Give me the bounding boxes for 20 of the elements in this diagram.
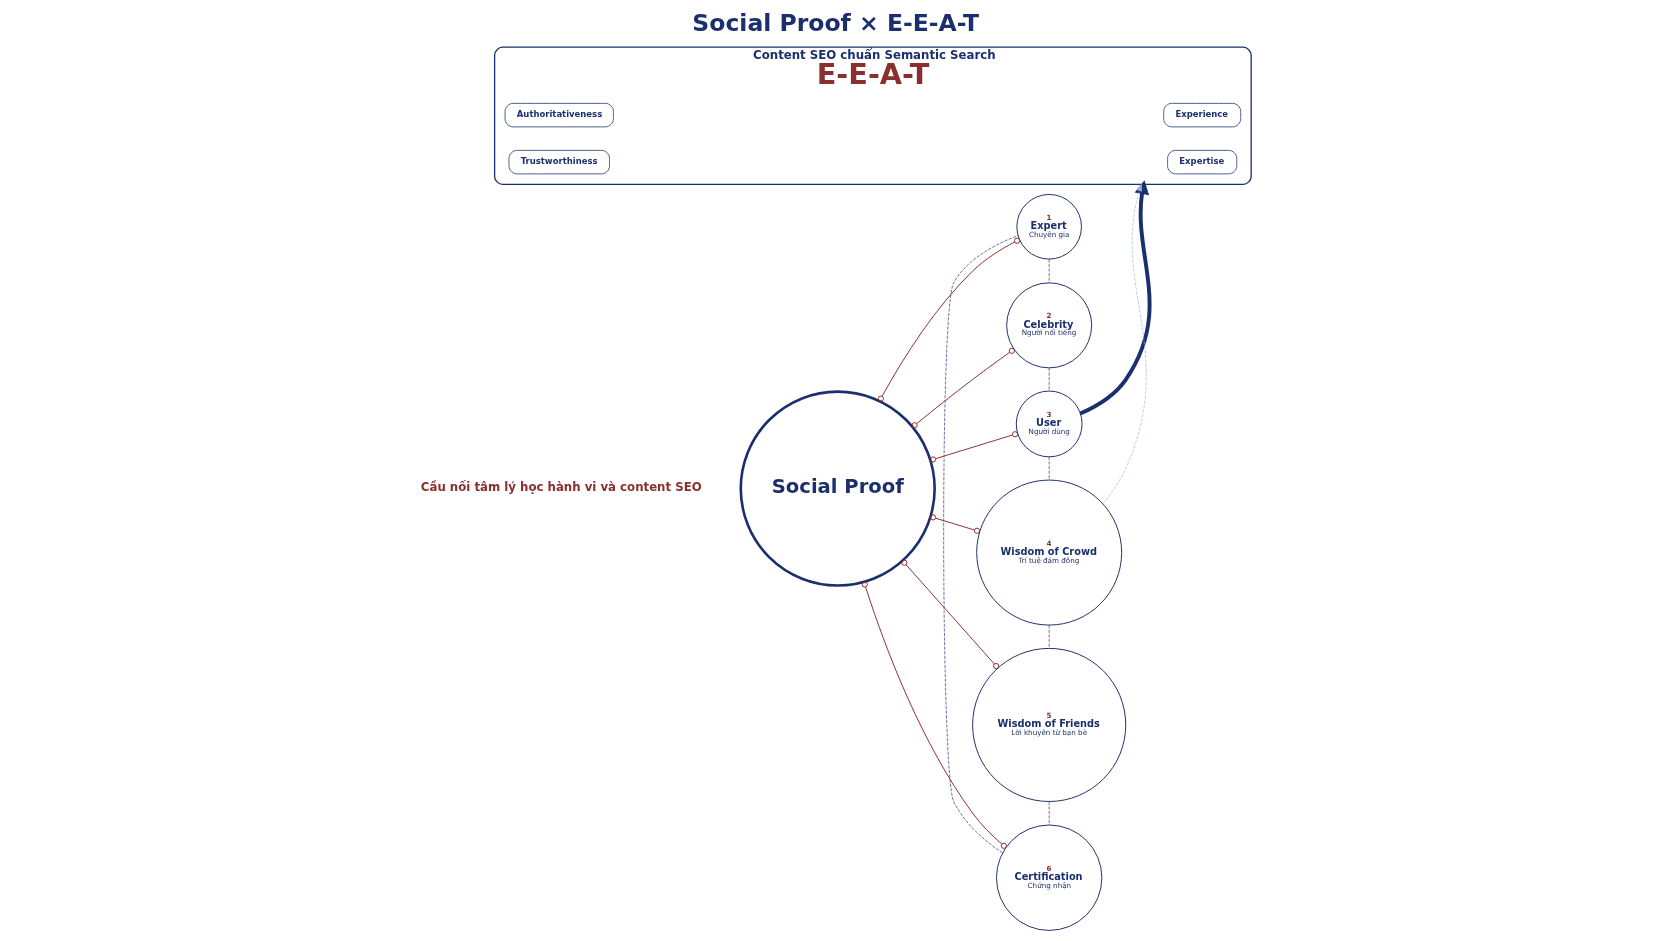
connector xyxy=(1048,367,1050,392)
node-box: Trustworthiness xyxy=(508,150,610,175)
connector xyxy=(1048,456,1050,481)
arrow xyxy=(1079,180,1152,416)
connector xyxy=(929,514,981,534)
connector xyxy=(1048,258,1050,284)
connector xyxy=(929,431,1019,463)
label: Cầu nối tâm lý học hành vi và content SEO xyxy=(420,479,702,494)
node-box: Authoritativeness xyxy=(504,103,614,128)
node-box: Expertise xyxy=(1167,150,1238,175)
arrow xyxy=(1102,184,1147,504)
connector xyxy=(911,347,1015,429)
connector xyxy=(861,581,1007,849)
connector xyxy=(901,559,1000,670)
node-box: Experience xyxy=(1163,103,1242,128)
connector xyxy=(1048,624,1050,649)
connector xyxy=(877,237,1021,402)
connector xyxy=(943,235,1019,854)
diagram-title: Social Proof × E-E-A-T xyxy=(692,9,980,38)
connector xyxy=(1048,801,1050,826)
